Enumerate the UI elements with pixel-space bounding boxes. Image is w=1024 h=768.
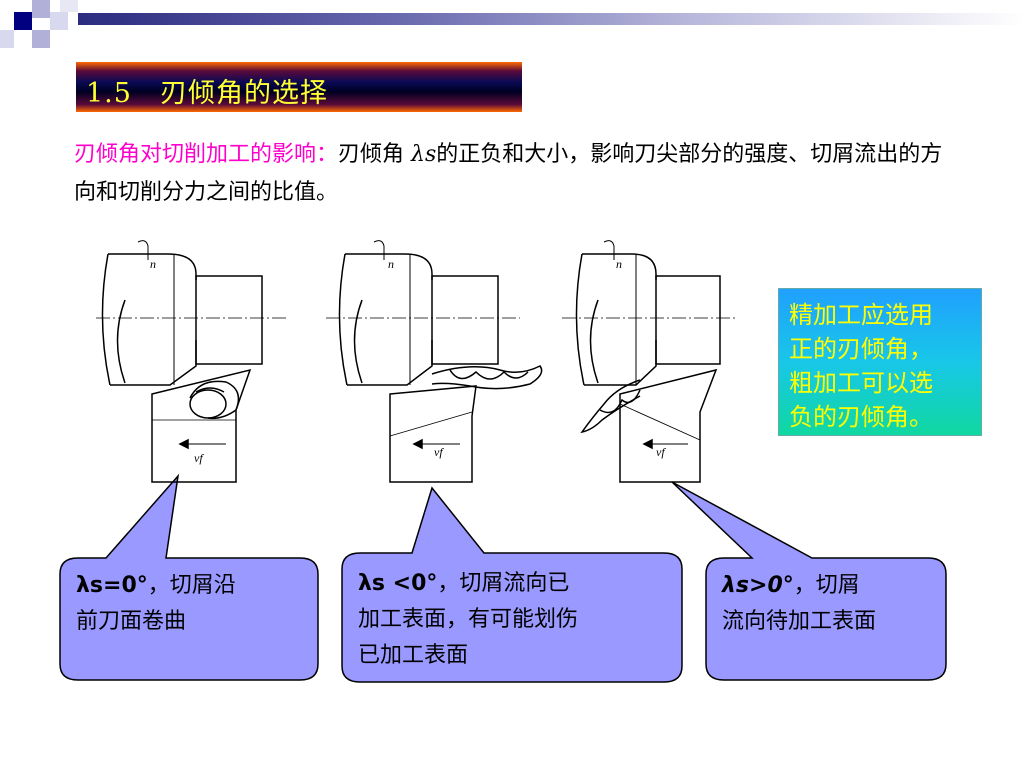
intro-paragraph: 刃倾角对切削加工的影响：刃倾角 λs的正负和大小，影响刀尖部分的强度、切屑流出的…: [74, 136, 954, 212]
header-gradient-bar: [78, 13, 1024, 25]
callout-line3-2: 已加工表面: [358, 643, 469, 668]
callout-text-3: λs>0°，切屑 流向待加工表面: [722, 568, 942, 640]
callout-line1-tail-1: ，切屑沿: [147, 573, 236, 598]
callout-line2-2: 加工表面，有可能划伤: [358, 607, 579, 632]
callout-balloon-2: [341, 486, 683, 683]
figure-lambda-positive: [562, 240, 736, 483]
intro-prefix: 刃倾角: [338, 142, 405, 167]
note-line-2: 正的刃倾角，: [789, 335, 933, 363]
callout-line2-1: 前刀面卷曲: [76, 609, 187, 634]
selection-note-box: 精加工应选用 正的刃倾角， 粗加工可以选 负的刃倾角。: [778, 288, 982, 436]
callout-balloon-3: [671, 481, 947, 681]
callout-line1-tail-2: ，切屑流向已: [437, 571, 570, 596]
note-line-4: 负的刃倾角。: [789, 403, 933, 431]
lambda-s-symbol: λs: [411, 142, 437, 167]
rotation-label-3: n: [616, 257, 622, 271]
callout-line2-3: 流向待加工表面: [722, 609, 877, 634]
rotation-label-2: n: [388, 257, 394, 271]
callout-condition-3: λs>0°: [722, 573, 794, 598]
slide-title-box: 1.5 刃倾角的选择: [76, 62, 522, 112]
note-line-1: 精加工应选用: [789, 301, 933, 329]
note-line-3: 粗加工可以选: [789, 369, 933, 397]
callout-text-2: λs <0°，切屑流向已 加工表面，有可能划伤 已加工表面: [358, 566, 678, 674]
callout-line1-tail-3: ，切屑: [793, 573, 860, 598]
callout-balloon-1: [59, 473, 319, 681]
callout-condition-1: λs=0°: [76, 573, 148, 598]
feed-label-2: vf: [434, 445, 444, 459]
callout-text-1: λs=0°，切屑沿 前刀面卷曲: [76, 568, 312, 640]
intro-highlight: 刃倾角对切削加工的影响：: [74, 142, 339, 167]
slide-title: 1.5 刃倾角的选择: [86, 78, 328, 109]
figure-lambda-negative: [326, 240, 543, 483]
rotation-label-1: n: [150, 257, 156, 271]
figure-lambda-zero: [96, 240, 286, 483]
feed-label-3: vf: [656, 445, 666, 459]
intro-rest: 的正负和大小，影响刀尖部分的强度、切屑流出的方向和切削分力之间的比值。: [74, 142, 943, 205]
callout-condition-2: λs <0°: [358, 571, 438, 596]
feed-label-1: vf: [194, 451, 204, 465]
